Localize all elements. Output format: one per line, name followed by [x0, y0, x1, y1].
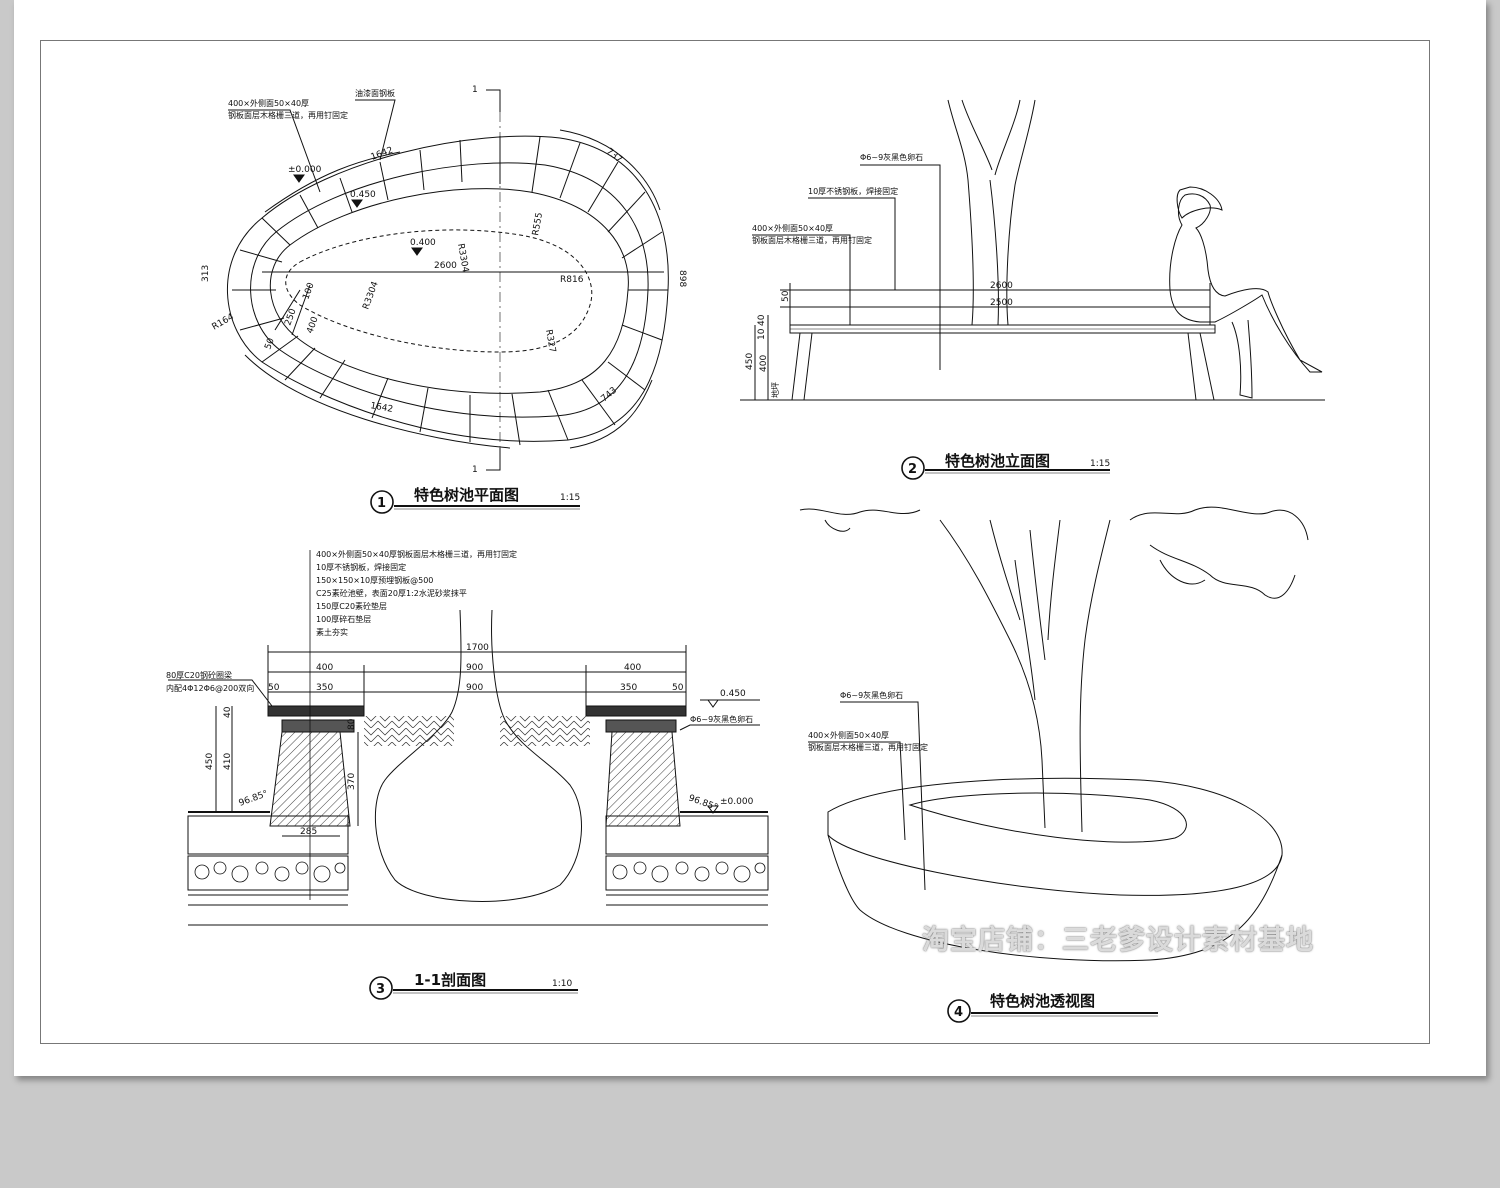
plan-dim-11: 313 [201, 265, 211, 282]
section-dim-285: 285 [300, 827, 317, 837]
plan-note-steel: 油漆面钢板 [355, 88, 395, 98]
section-layer-2: 150×150×10厚预埋钢板@500 [316, 575, 433, 585]
section-slope-right: 96.85° [687, 793, 719, 813]
section-dim-total: 1700 [466, 643, 489, 653]
plan-number: 1 [377, 496, 386, 511]
elev-note-wood: 400×外侧面50×40厚 [752, 223, 833, 233]
section-layer-6: 素土夯实 [316, 627, 348, 637]
section-stone-note: Φ6~9灰黑色卵石 [690, 714, 753, 724]
plan-dim-2: R3304 [455, 243, 470, 274]
elev-dim-left-2: 10 [757, 328, 767, 340]
elev-scale: 1:15 [1090, 459, 1110, 469]
section-elev-top: 0.450 [720, 689, 746, 699]
plan-dim-15: 400 [305, 315, 320, 335]
elev-note-wood-b: 钢板面层木格栅三道，再用钉固定 [752, 235, 872, 245]
section-left-note-2: 内配4Φ12Φ6@200双向 [166, 683, 254, 693]
elev-title: 特色树池立面图 [945, 452, 1050, 470]
plan-scale: 1:15 [560, 493, 580, 503]
section-dim-v-2: 410 [223, 753, 233, 770]
elevation-title-block [901, 456, 1110, 480]
elevation-view [740, 99, 1325, 401]
plan-dim-7: 1642 [370, 146, 395, 163]
elev-note-stone: Φ6~9灰黑色卵石 [860, 152, 923, 162]
drawing-frame [40, 40, 1430, 1044]
plan-dim-8: 1642 [369, 401, 393, 415]
section-title-block [369, 976, 578, 1000]
section-dim-r2-0: 50 [268, 683, 280, 693]
plan-dim-3: R3304 [361, 280, 380, 311]
elev-dim-left-4: 400 [759, 355, 769, 372]
plan-view [227, 89, 669, 471]
drawing-sheet [14, 0, 1486, 1076]
section-layer-0: 400×外侧面50×40厚钢板面层木格栅三道，再用钉固定 [316, 549, 517, 559]
plan-dim-4: R555 [531, 212, 545, 237]
section-dim-v-4: 370 [347, 773, 357, 790]
section-dim-v-1: 450 [205, 753, 215, 770]
section-layer-3: C25素砼池壁，表面20厚1:2水泥砂浆抹平 [316, 588, 467, 598]
elev-dim-second: 2500 [990, 298, 1013, 308]
section-layer-1: 10厚不锈钢板，焊接固定 [316, 562, 406, 572]
persp-note-stone: Φ6~9灰黑色卵石 [840, 690, 903, 700]
plan-dim-0: 2600 [434, 261, 457, 271]
plan-elev-450: 0.450 [350, 190, 376, 200]
elev-dim-base: 地坪 [770, 382, 780, 398]
plan-elev-0: ±0.000 [288, 165, 322, 175]
section-layer-4: 150厚C20素砼垫层 [316, 601, 387, 611]
elev-dim-left-3: 450 [745, 353, 755, 370]
perspective-title-block [947, 999, 1158, 1023]
perspective-view [799, 506, 1309, 962]
plan-dim-1: R816 [560, 275, 584, 285]
persp-title: 特色树池透视图 [990, 992, 1095, 1010]
plan-dim-12: 898 [677, 270, 687, 287]
section-dim-r1-0: 400 [316, 663, 333, 673]
section-number: 3 [376, 982, 385, 997]
section-elev-ground: ±0.000 [720, 797, 754, 807]
plan-title: 特色树池平面图 [414, 486, 519, 504]
section-dim-r1-1: 900 [466, 663, 483, 673]
section-dim-r2-4: 50 [672, 683, 684, 693]
section-dim-v-0: 40 [223, 706, 233, 718]
elev-note-steel: 10厚不锈钢板，焊接固定 [808, 186, 898, 196]
plan-dim-16: 100 [301, 281, 316, 301]
section-layer-5: 100厚碎石垫层 [316, 614, 371, 624]
section-dim-r2-1: 350 [316, 683, 333, 693]
section-slope-left: 96.85° [238, 789, 270, 809]
elev-dim-left-0: 50 [781, 290, 791, 302]
persp-number: 4 [954, 1005, 963, 1020]
elev-dim-left-1: 40 [757, 314, 767, 326]
section-dim-r2-3: 350 [620, 683, 637, 693]
section-dim-r2-2: 900 [466, 683, 483, 693]
plan-elev-400: 0.400 [410, 238, 436, 248]
section-scale: 1:10 [552, 979, 572, 989]
persp-note-wood-b: 钢板面层木格栅三道，再用钉固定 [808, 742, 928, 752]
watermark-text: 淘宝店铺：三老爹设计素材基地 [922, 925, 1314, 956]
plan-note-wood-b: 钢板面层木格栅三道，再用钉固定 [228, 110, 348, 120]
plan-dim-13: 50 [263, 337, 276, 351]
plan-note-wood: 400×外侧面50×40厚 [228, 98, 309, 108]
section-title: 1-1剖面图 [414, 971, 486, 989]
plan-dim-5: R164 [211, 312, 237, 333]
section-view [168, 550, 769, 926]
plan-title-block [370, 490, 580, 514]
plan-dim-14: 250 [283, 307, 298, 327]
section-dim-v-3: 80 [347, 718, 357, 730]
persp-note-wood: 400×外侧面50×40厚 [808, 730, 889, 740]
elev-dim-top: 2600 [990, 281, 1013, 291]
plan-section-mark-bottom: 1 [472, 465, 478, 475]
section-dim-r1-2: 400 [624, 663, 641, 673]
plan-dim-6: R327 [543, 329, 557, 354]
plan-section-mark-top: 1 [472, 85, 478, 95]
section-left-note-1: 80厚C20钢砼圈梁 [166, 670, 232, 680]
elev-number: 2 [908, 462, 917, 477]
